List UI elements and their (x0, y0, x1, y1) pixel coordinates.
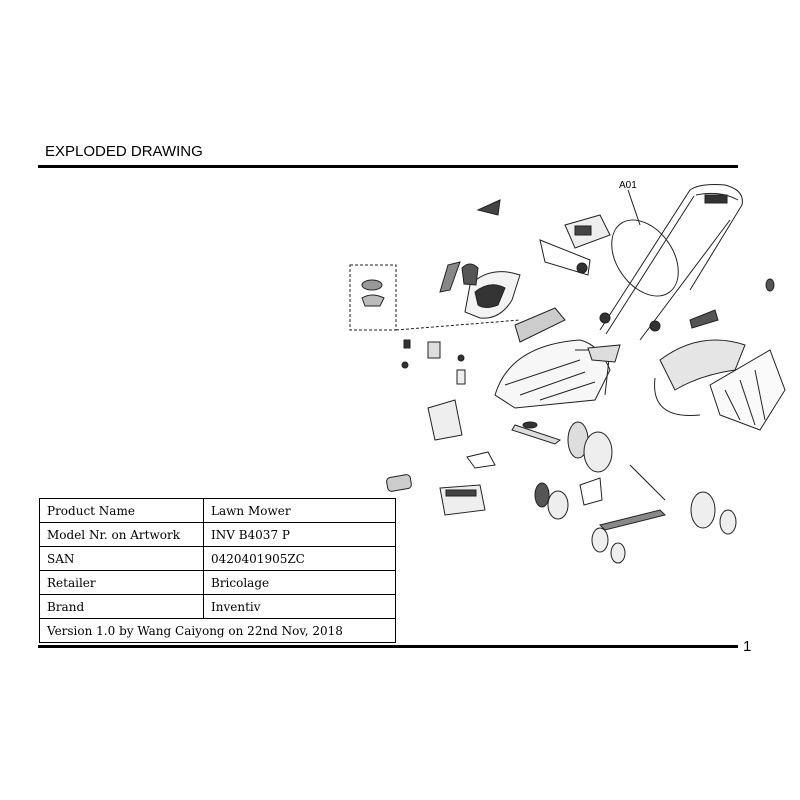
assembly-label: A01 (619, 180, 637, 191)
brand-value: Inventiv (203, 594, 396, 619)
mower-deck (494, 339, 621, 409)
retailer-value: Bricolage (203, 570, 396, 595)
footer-divider (38, 645, 738, 648)
battery (386, 474, 412, 492)
page-title: EXPLODED DRAWING (45, 143, 203, 160)
model-label: Model Nr. on Artwork (39, 522, 204, 547)
product-name-value: Lawn Mower (203, 498, 396, 523)
grass-catcher (654, 278, 786, 431)
header-divider (38, 165, 738, 168)
product-name-label: Product Name (39, 498, 204, 523)
san-value: 0420401905ZC (203, 546, 396, 571)
table-row: Version 1.0 by Wang Caiyong on 22nd Nov,… (39, 618, 396, 643)
electrical-parts (401, 339, 466, 385)
retailer-label: Retailer (39, 570, 204, 595)
version-note: Version 1.0 by Wang Caiyong on 22nd Nov,… (39, 618, 396, 643)
model-value: INV B4037 P (203, 522, 396, 547)
top-housing (439, 199, 521, 319)
motor-cover (539, 214, 611, 276)
handle-assembly (599, 184, 743, 341)
wheels (534, 421, 737, 564)
brand-label: Brand (39, 594, 204, 619)
san-label: SAN (39, 546, 204, 571)
page-number: 1 (743, 638, 752, 655)
charger (439, 484, 486, 516)
